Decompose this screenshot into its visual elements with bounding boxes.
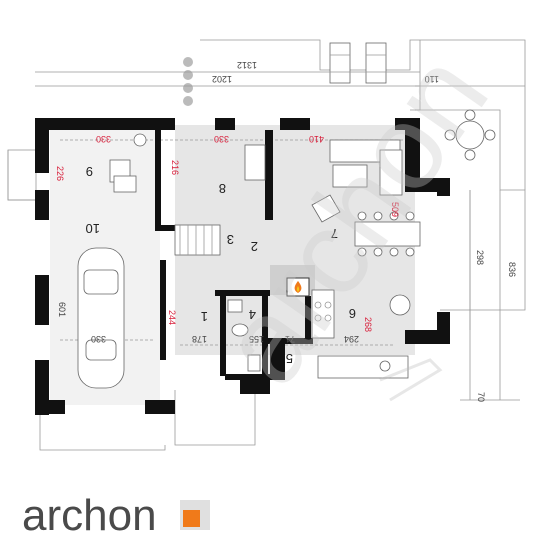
dim-top-left: 330 <box>96 134 111 144</box>
room-label-6: 6 <box>349 306 356 321</box>
dim-kitchen: 268 <box>363 317 373 332</box>
room-label-2: 2 <box>251 239 258 254</box>
boiler-equipment <box>109 133 147 193</box>
dim-bottom-294: 294 <box>344 334 359 344</box>
dim-room8: 216 <box>170 160 180 175</box>
room-label-4: 4 <box>249 307 256 322</box>
room-label-8: 8 <box>219 181 226 196</box>
dim-terrace-width: 110 <box>425 74 439 84</box>
dim-bottom-155: 155 <box>249 334 264 344</box>
terrace-loungers <box>329 42 387 84</box>
plants <box>183 57 193 106</box>
living-furniture <box>244 139 421 316</box>
dim-side-70: 70 <box>476 392 486 402</box>
car <box>77 247 125 389</box>
archon-logo-text: archon <box>22 491 157 540</box>
walls <box>35 118 450 415</box>
dim-side-298: 298 <box>475 250 485 265</box>
dim-garage-width: 330 <box>91 334 106 344</box>
dimension-labels: 1312 1202 110 330 330 410 226 216 509 60… <box>55 60 517 402</box>
stairs <box>174 224 221 256</box>
archon-logo-icon <box>180 500 210 530</box>
dim-room7: 509 <box>390 202 400 217</box>
dim-overall-width: 1312 <box>237 60 257 70</box>
terrace-table <box>444 109 496 161</box>
dim-bottom-178: 178 <box>192 334 207 344</box>
bathroom-fixtures <box>227 299 261 372</box>
room-label-7: 7 <box>331 226 338 241</box>
dim-top-mid: 330 <box>214 134 229 144</box>
dim-room9: 226 <box>55 166 65 181</box>
room-label-1: 1 <box>201 309 208 324</box>
dim-bottom-71: 71 <box>285 334 295 344</box>
room-label-10: 10 <box>86 221 100 236</box>
room-labels: 1 2 3 4 5 6 7 8 9 10 <box>86 164 356 366</box>
dim-top-right: 410 <box>309 134 324 144</box>
dim-side-836: 836 <box>507 262 517 277</box>
room-label-9: 9 <box>86 164 93 179</box>
dim-hall-small: 244 <box>167 310 177 325</box>
room-label-3: 3 <box>227 232 234 247</box>
dim-garage-length: 601 <box>57 302 67 317</box>
fireplace-icon <box>286 277 310 297</box>
watermark-arrow <box>379 358 443 402</box>
kitchen-counters <box>311 289 409 379</box>
dim-inner-width: 1202 <box>212 74 232 84</box>
room-label-5: 5 <box>286 351 293 366</box>
